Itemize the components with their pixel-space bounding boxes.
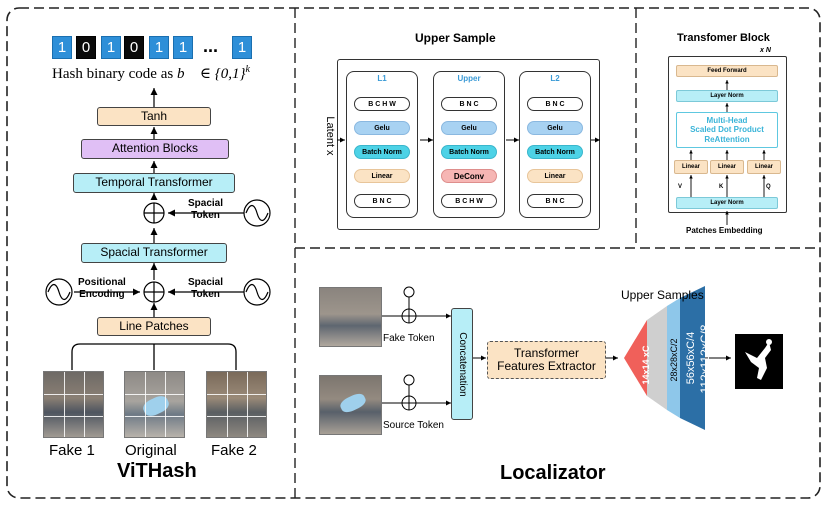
- vithash-title: ViTHash: [117, 460, 197, 482]
- frame-label-original: Original: [125, 442, 177, 459]
- line-patches: Line Patches: [97, 317, 211, 336]
- output-mask-image: [735, 334, 783, 389]
- frame-fake-2: [206, 371, 267, 438]
- upper-sample-column-title: L1: [377, 74, 387, 83]
- spacial-transformer: Spacial Transformer: [81, 243, 227, 263]
- stage-label-4: 112x112xC/8: [698, 324, 712, 394]
- patches-embedding-label: Patches Embedding: [686, 226, 763, 235]
- batch-norm-node: Batch Norm: [527, 145, 583, 159]
- feed-forward-block: Feed Forward: [676, 65, 778, 77]
- stage-label-2: 28x28xC/2: [669, 338, 679, 382]
- v-label: V: [678, 184, 683, 190]
- hash-bit: 0: [76, 36, 96, 59]
- upper-sample-column: [433, 71, 505, 218]
- frame-original: [124, 371, 185, 438]
- batch-norm-node: Batch Norm: [441, 145, 497, 159]
- temporal-transformer: Temporal Transformer: [73, 173, 235, 193]
- gelu-node: Gelu: [441, 121, 497, 135]
- localizator-arrows: [382, 286, 731, 430]
- hash-caption-math: b⃗ ∈ {0,1}: [176, 66, 246, 82]
- times-n-label: x N: [760, 47, 771, 54]
- fake-token-image: [319, 287, 382, 347]
- mask-silhouette: [745, 339, 772, 380]
- upper-sample-column: [519, 71, 591, 218]
- upper-sample-column: [346, 71, 418, 218]
- shape-node: B N C: [527, 97, 583, 111]
- linear-node: Linear: [527, 169, 583, 183]
- linear-k-block: Linear: [710, 160, 744, 174]
- hash-bit: 1: [101, 36, 121, 59]
- shape-node: B C H W: [354, 97, 410, 111]
- attention-blocks: Attention Blocks: [81, 139, 229, 159]
- hash-bit: 1: [173, 36, 193, 59]
- source-token-image: [319, 375, 382, 435]
- source-token-label: Source Token: [383, 420, 444, 431]
- batch-norm-node: Batch Norm: [354, 145, 410, 159]
- upper-samples-label: Upper Samples: [621, 288, 704, 302]
- shape-node: B N C: [354, 194, 410, 208]
- frame-fake-1: [43, 371, 104, 438]
- multi-head-attention-block: Multi-Head Scaled Dot Product ReAttentio…: [676, 112, 778, 148]
- layer-norm-bottom: Layer Norm: [676, 197, 778, 209]
- transformer-block-arrows: [689, 80, 766, 225]
- localizator-title: Localizator: [500, 462, 606, 484]
- vithash-arrows: [45, 88, 271, 370]
- k-label: K: [719, 184, 724, 190]
- linear-node: Linear: [354, 169, 410, 183]
- layer-norm-top: Layer Norm: [676, 90, 778, 102]
- hash-bit: 1: [149, 36, 169, 59]
- tanh-block: Tanh: [97, 107, 211, 126]
- gelu-node: Gelu: [527, 121, 583, 135]
- hash-caption-exp: k: [245, 64, 250, 75]
- shape-node: B N C: [527, 194, 583, 208]
- shape-node: B N C: [441, 97, 497, 111]
- hash-bit: 1: [232, 36, 252, 59]
- concatenation-block: Concatenation: [451, 308, 473, 420]
- hash-bit: 1: [52, 36, 72, 59]
- upper-sample-column-title: L2: [550, 74, 560, 83]
- upper-sample-title: Upper Sample: [415, 31, 496, 45]
- stage-label-1: 14x14 xC: [641, 345, 651, 385]
- transformer-features-extractor: Transformer Features Extractor: [487, 341, 606, 379]
- frame-label-fake-1: Fake 1: [49, 442, 95, 459]
- q-label: Q: [766, 184, 771, 190]
- linear-v-block: Linear: [674, 160, 708, 174]
- hash-bit: 0: [124, 36, 144, 59]
- hash-caption-prefix: Hash binary code as: [52, 66, 174, 82]
- fake-token-label: Fake Token: [383, 333, 435, 344]
- upper-sample-frame: [337, 59, 600, 230]
- hash-caption: Hash binary code as b⃗ ∈ {0,1}k: [52, 64, 250, 83]
- deconv-node: DeConv: [441, 169, 497, 183]
- transformer-block-title: Transfomer Block: [677, 32, 770, 44]
- linear-q-block: Linear: [747, 160, 781, 174]
- upper-sample-column-title: Upper: [457, 74, 481, 83]
- shape-node: B C H W: [441, 194, 497, 208]
- gelu-node: Gelu: [354, 121, 410, 135]
- bits-ellipsis: ...: [203, 36, 219, 56]
- stage-label-3: 56x56xC/4: [685, 331, 697, 385]
- frame-label-fake-2: Fake 2: [211, 442, 257, 459]
